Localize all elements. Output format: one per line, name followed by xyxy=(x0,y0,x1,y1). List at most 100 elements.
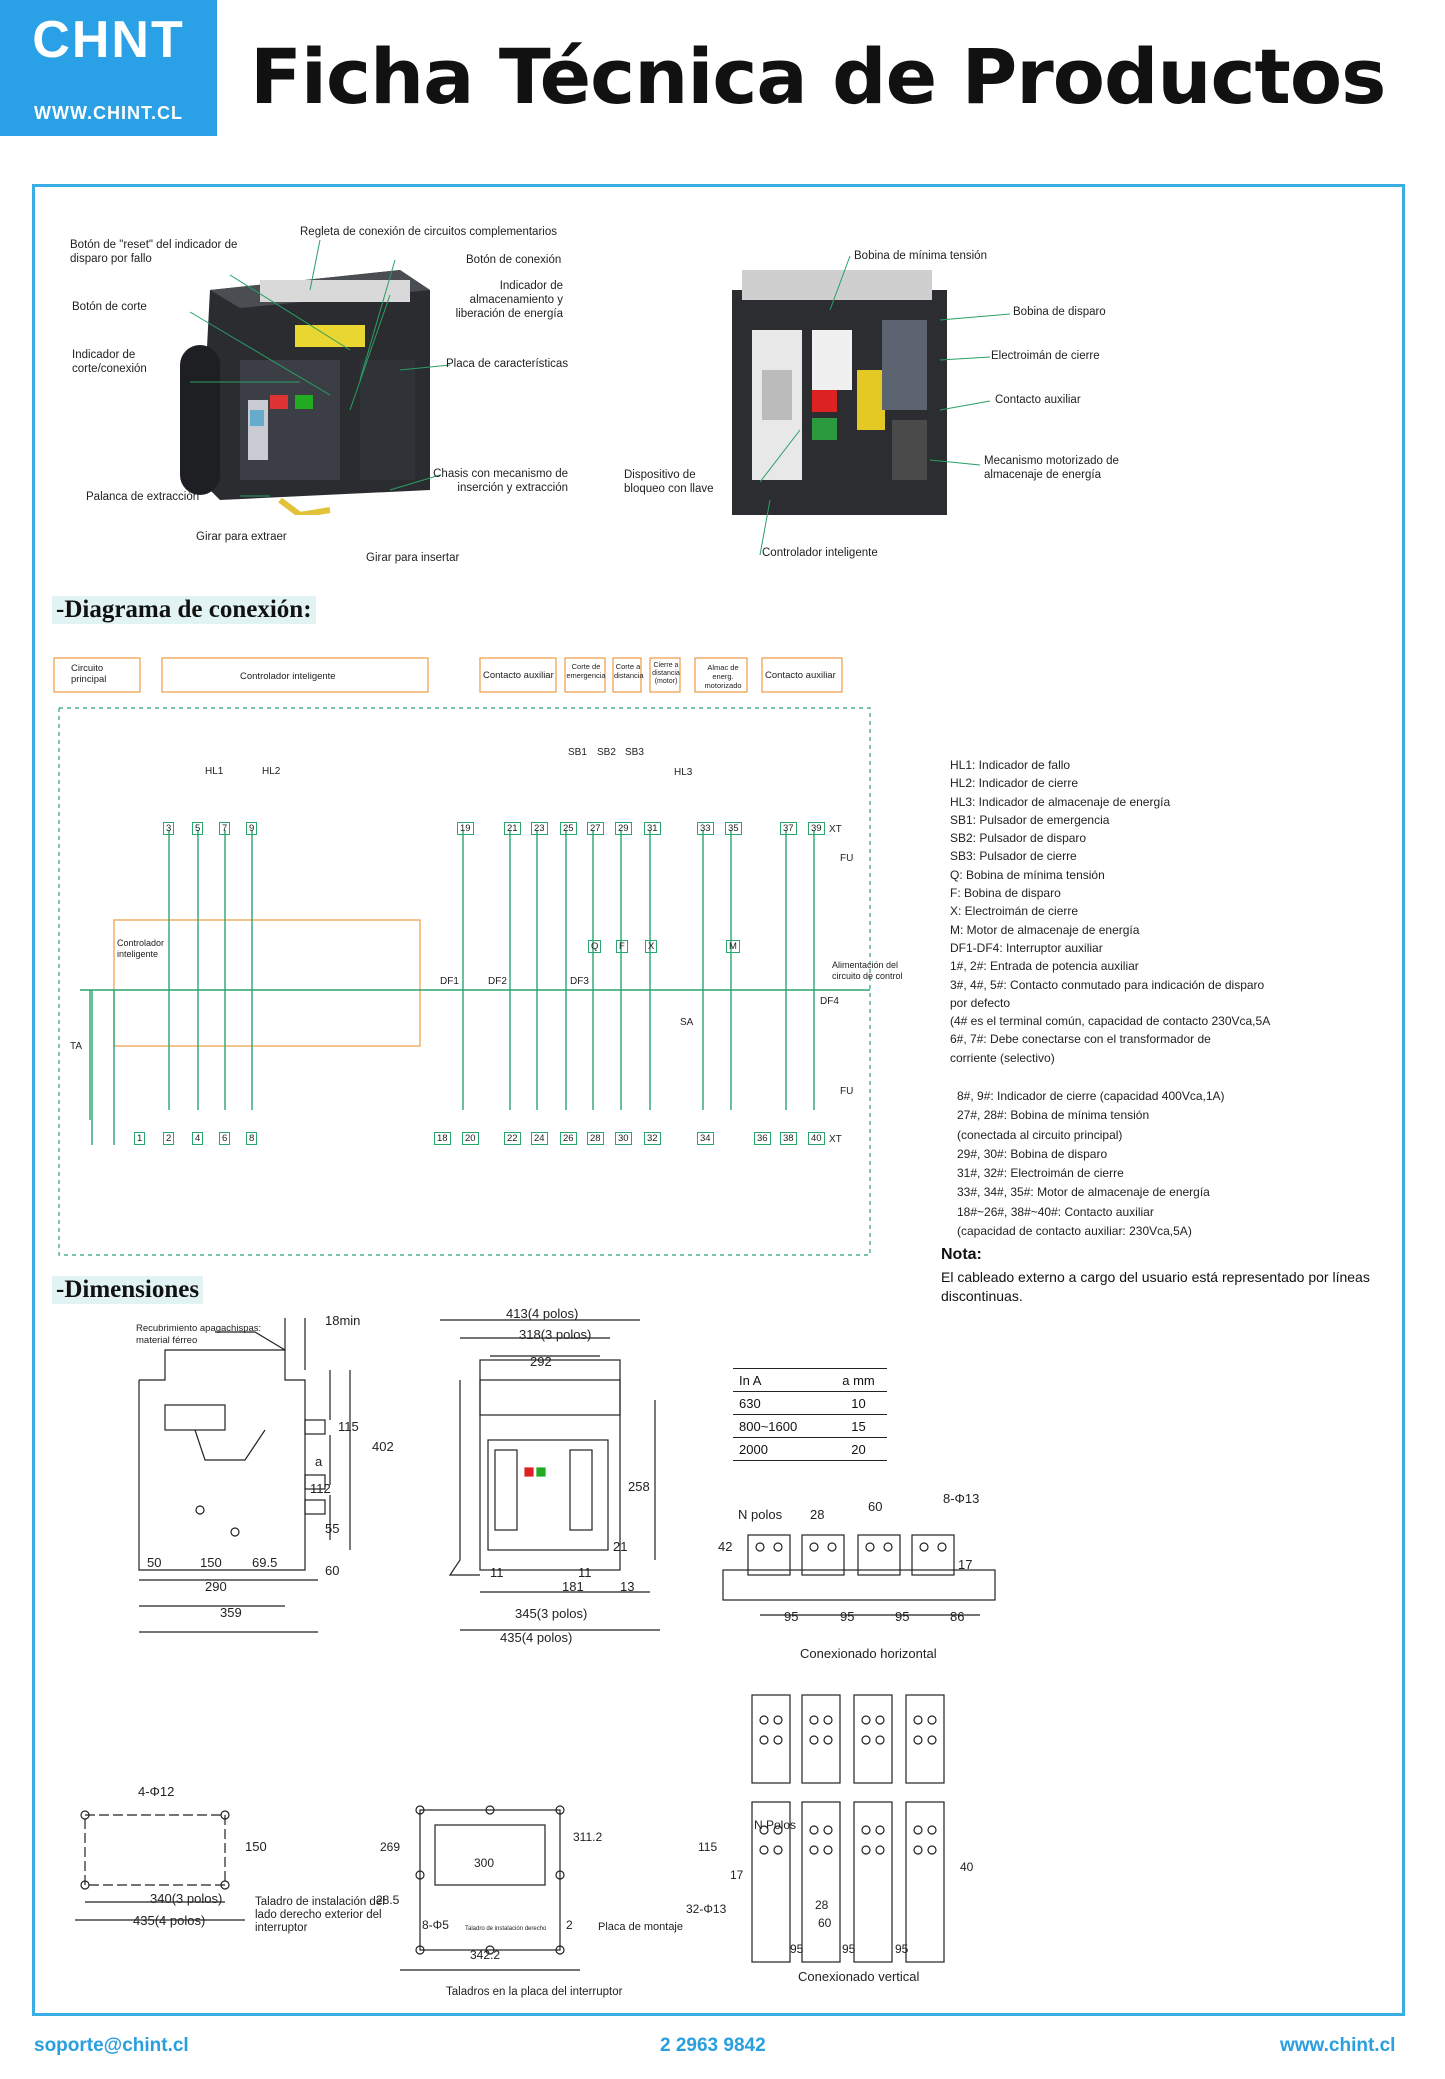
footer-email[interactable]: soporte@chint.cl xyxy=(34,2035,189,2056)
footer-phone[interactable]: 2 2963 9842 xyxy=(660,2035,766,2056)
legend-item: HL2: Indicador de cierre xyxy=(950,776,1079,791)
diagram-label-xt2: XT xyxy=(829,1134,842,1145)
dim-plate-d285: 28.5 xyxy=(376,1893,400,1907)
dim-front-d435: 435(4 polos) xyxy=(500,1630,573,1645)
dim-vertical-d3213: 32-Φ13 xyxy=(686,1902,727,1916)
dim-side-d112: 112 xyxy=(310,1481,331,1496)
terminal-top: 29 xyxy=(615,822,632,835)
footer-web[interactable]: www.chint.cl xyxy=(1280,2035,1396,2056)
dim-side-d290: 290 xyxy=(205,1579,227,1594)
diagram-coil-m: M xyxy=(726,940,740,953)
terminal-top: 25 xyxy=(560,822,577,835)
terminal-bottom: 26 xyxy=(560,1132,577,1145)
nota-text: El cableado externo a cargo del usuario … xyxy=(941,1269,1370,1304)
diagram-label-fu2: FU xyxy=(840,1086,854,1097)
label-almacen: Indicador de almacenamiento y liberación… xyxy=(455,280,563,320)
terminal-bottom: 8 xyxy=(246,1132,258,1145)
legend-item: M: Motor de almacenaje de energía xyxy=(950,922,1140,937)
dim-side-cover: Recubrimiento apagachispas: material fér… xyxy=(136,1323,262,1346)
dim-side-d695: 69.5 xyxy=(252,1555,278,1570)
dim-side-d359: 359 xyxy=(220,1605,242,1620)
dim-horizontal-caption: Conexionado horizontal xyxy=(800,1646,937,1661)
label-electroiman: Electroimán de cierre xyxy=(991,350,1100,362)
dim-vertical-npolos: N Polos xyxy=(754,1818,797,1832)
diagram-box-circuito: Circuito principal xyxy=(71,663,107,685)
dim-horizontal-npolos: N polos xyxy=(738,1507,783,1522)
label-girar-extraer: Girar para extraer xyxy=(196,531,287,543)
dim-horizontal-d42: 42 xyxy=(718,1539,733,1554)
diagram-label-sa: SA xyxy=(680,1017,694,1028)
legend-item: 1#, 2#: Entrada de potencia auxiliar xyxy=(950,959,1139,974)
brand-logo: CHNT WWW.CHINT.CL xyxy=(0,0,217,136)
diagram-label-alimentacion: Alimentación del circuito de control xyxy=(832,960,903,981)
label-contacto: Contacto auxiliar xyxy=(995,394,1081,406)
label-conexion: Botón de conexión xyxy=(466,254,562,266)
breaker-photo-front xyxy=(180,270,430,515)
table-cell: 10 xyxy=(830,1391,887,1415)
label-reset: Botón de "reset" del indicador de dispar… xyxy=(70,239,238,265)
diagram-label-df4: DF4 xyxy=(820,996,839,1007)
dim-mount-d150: 150 xyxy=(245,1839,267,1854)
diagram-inner-controlador: Controlador inteligente xyxy=(117,938,165,959)
label-corte: Botón de corte xyxy=(72,301,147,313)
diagram-coil-x: X xyxy=(645,940,658,953)
table-cell: 630 xyxy=(733,1391,830,1415)
dim-plate-d300: 300 xyxy=(474,1856,495,1870)
terminal-top: 5 xyxy=(192,822,204,835)
dim-horizontal-d813: 8-Φ13 xyxy=(943,1491,980,1506)
dim-vertical-d60: 60 xyxy=(818,1916,832,1930)
side-view-drawing xyxy=(138,1318,351,1633)
diagram-label-ta: TA xyxy=(70,1041,83,1052)
legend-item: X: Electroimán de cierre xyxy=(950,904,1079,919)
connection-diagram xyxy=(53,657,871,1256)
dim-horizontal-d86: 86 xyxy=(950,1609,965,1624)
dim-side-d50: 50 xyxy=(147,1555,162,1570)
dim-plate-d85: 8-Φ5 xyxy=(422,1918,449,1932)
legend-item: 3#, 4#, 5#: Contacto conmutado para indi… xyxy=(950,977,1265,992)
diagram-box-corte-dist: Corte a distancia xyxy=(614,662,644,680)
terminal-bottom: 4 xyxy=(192,1132,204,1145)
dim-vertical-d28: 28 xyxy=(815,1898,829,1912)
terminal-bottom: 2 xyxy=(163,1132,175,1145)
legend-item: Q: Bobina de mínima tensión xyxy=(950,867,1105,882)
legend-item: SB3: Pulsador de cierre xyxy=(950,849,1077,864)
dim-vertical-caption: Conexionado vertical xyxy=(798,1969,920,1984)
dim-side-d115: 115 xyxy=(338,1419,359,1434)
table-cell: 2000 xyxy=(733,1437,830,1461)
dim-vertical-d40: 40 xyxy=(960,1860,974,1874)
table-cell: 15 xyxy=(830,1414,887,1438)
dim-side-da: a xyxy=(315,1454,323,1469)
dim-plate-small: Taladro de instalación derecho xyxy=(465,1926,547,1932)
table-cell: 800~1600 xyxy=(733,1414,830,1438)
dim-vertical-d17: 17 xyxy=(730,1868,744,1882)
terminal-bottom: 32 xyxy=(644,1132,661,1145)
legend-item: (conectada al circuito principal) xyxy=(957,1127,1123,1142)
terminal-bottom: 24 xyxy=(531,1132,548,1145)
dim-horizontal-d28: 28 xyxy=(810,1507,825,1522)
legend-item: 29#, 30#: Bobina de disparo xyxy=(957,1146,1108,1161)
diagram-box-contacto-1: Contacto auxiliar xyxy=(483,670,554,681)
dim-side-d55: 55 xyxy=(325,1521,340,1536)
diagram-label-sb2: SB2 xyxy=(597,747,616,758)
diagram-label-hl1: HL1 xyxy=(205,766,224,777)
label-bobina-disp: Bobina de disparo xyxy=(1013,306,1106,318)
legend-item: por defecto xyxy=(950,995,1011,1010)
legend-item: corriente (selectivo) xyxy=(950,1050,1055,1065)
diagram-label-sb3: SB3 xyxy=(625,747,644,758)
terminal-bottom: 1 xyxy=(134,1132,146,1145)
terminal-top: 27 xyxy=(587,822,604,835)
legend-item: 6#, 7#: Debe conectarse con el transform… xyxy=(950,1032,1211,1047)
diagram-box-controlador: Controlador inteligente xyxy=(240,671,336,682)
legend-item: DF1-DF4: Interruptor auxiliar xyxy=(950,940,1103,955)
terminal-top: 35 xyxy=(725,822,742,835)
diagram-label-df1: DF1 xyxy=(440,976,459,987)
logo-url: WWW.CHINT.CL xyxy=(34,103,183,123)
vertical-connection-drawing xyxy=(751,1694,945,1963)
label-mecanismo: Mecanismo motorizado de almacenaje de en… xyxy=(984,455,1119,481)
terminal-top: 7 xyxy=(219,822,231,835)
dim-front-d11a: 11 xyxy=(490,1565,504,1580)
dim-side-d150: 150 xyxy=(200,1555,222,1570)
plate-holes-drawing xyxy=(400,1805,580,1971)
section-diagram-heading: -Diagrama de conexión: xyxy=(52,596,316,624)
diagram-label-df3: DF3 xyxy=(570,976,589,987)
